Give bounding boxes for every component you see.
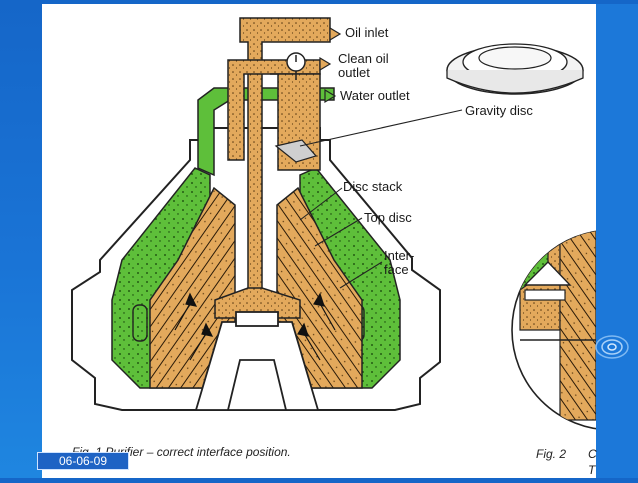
label-clean-oil-outlet-2: outlet [338,65,370,80]
distributor-cone [194,311,320,411]
label-interface-2: face [384,262,409,277]
gravity-disc-in-bowl [274,139,318,163]
slide-margin-right [596,4,638,478]
label-oil-inlet: Oil inlet [345,25,389,40]
gravity-disc-drawing [446,43,584,95]
triangle-arrow-icon [319,26,342,104]
leader-lines [299,109,463,289]
fig2-caption-prefix: Fig. 2 [536,447,567,461]
label-interface-1: Inter- [384,248,415,263]
gauge-icon [286,52,306,80]
label-top-disc: Top disc [364,210,412,225]
label-clean-oil-outlet-1: Clean oil [338,51,389,66]
flow-arrows [174,292,336,361]
fig2-caption-partial-a: C [588,447,597,461]
label-disc-stack: Disc stack [343,179,403,194]
label-gravity-disc: Gravity disc [465,103,533,118]
label-water-outlet: Water outlet [340,88,410,103]
disc-stack [149,186,363,389]
fig2-caption-partial-b: T [588,463,596,477]
ripple-icon[interactable] [594,332,630,367]
date-badge: 06-06-09 [37,452,129,470]
